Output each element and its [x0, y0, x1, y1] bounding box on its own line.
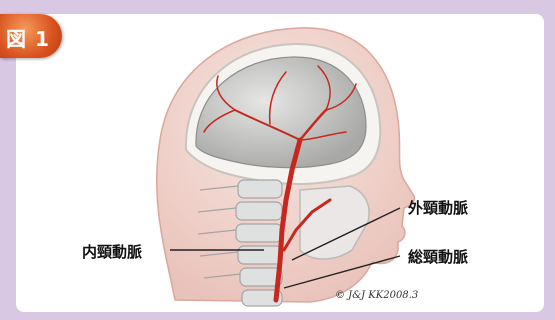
figure-number-badge: 図 1	[0, 14, 62, 58]
internal-carotid-label: 内頸動脈	[82, 241, 142, 262]
copyright-text: © J&J KK2008.3	[335, 290, 418, 301]
figure-number-text: 図 1	[6, 23, 50, 52]
common-carotid-label: 総頸動脈	[408, 246, 468, 267]
external-carotid-label: 外頸動脈	[408, 197, 468, 218]
